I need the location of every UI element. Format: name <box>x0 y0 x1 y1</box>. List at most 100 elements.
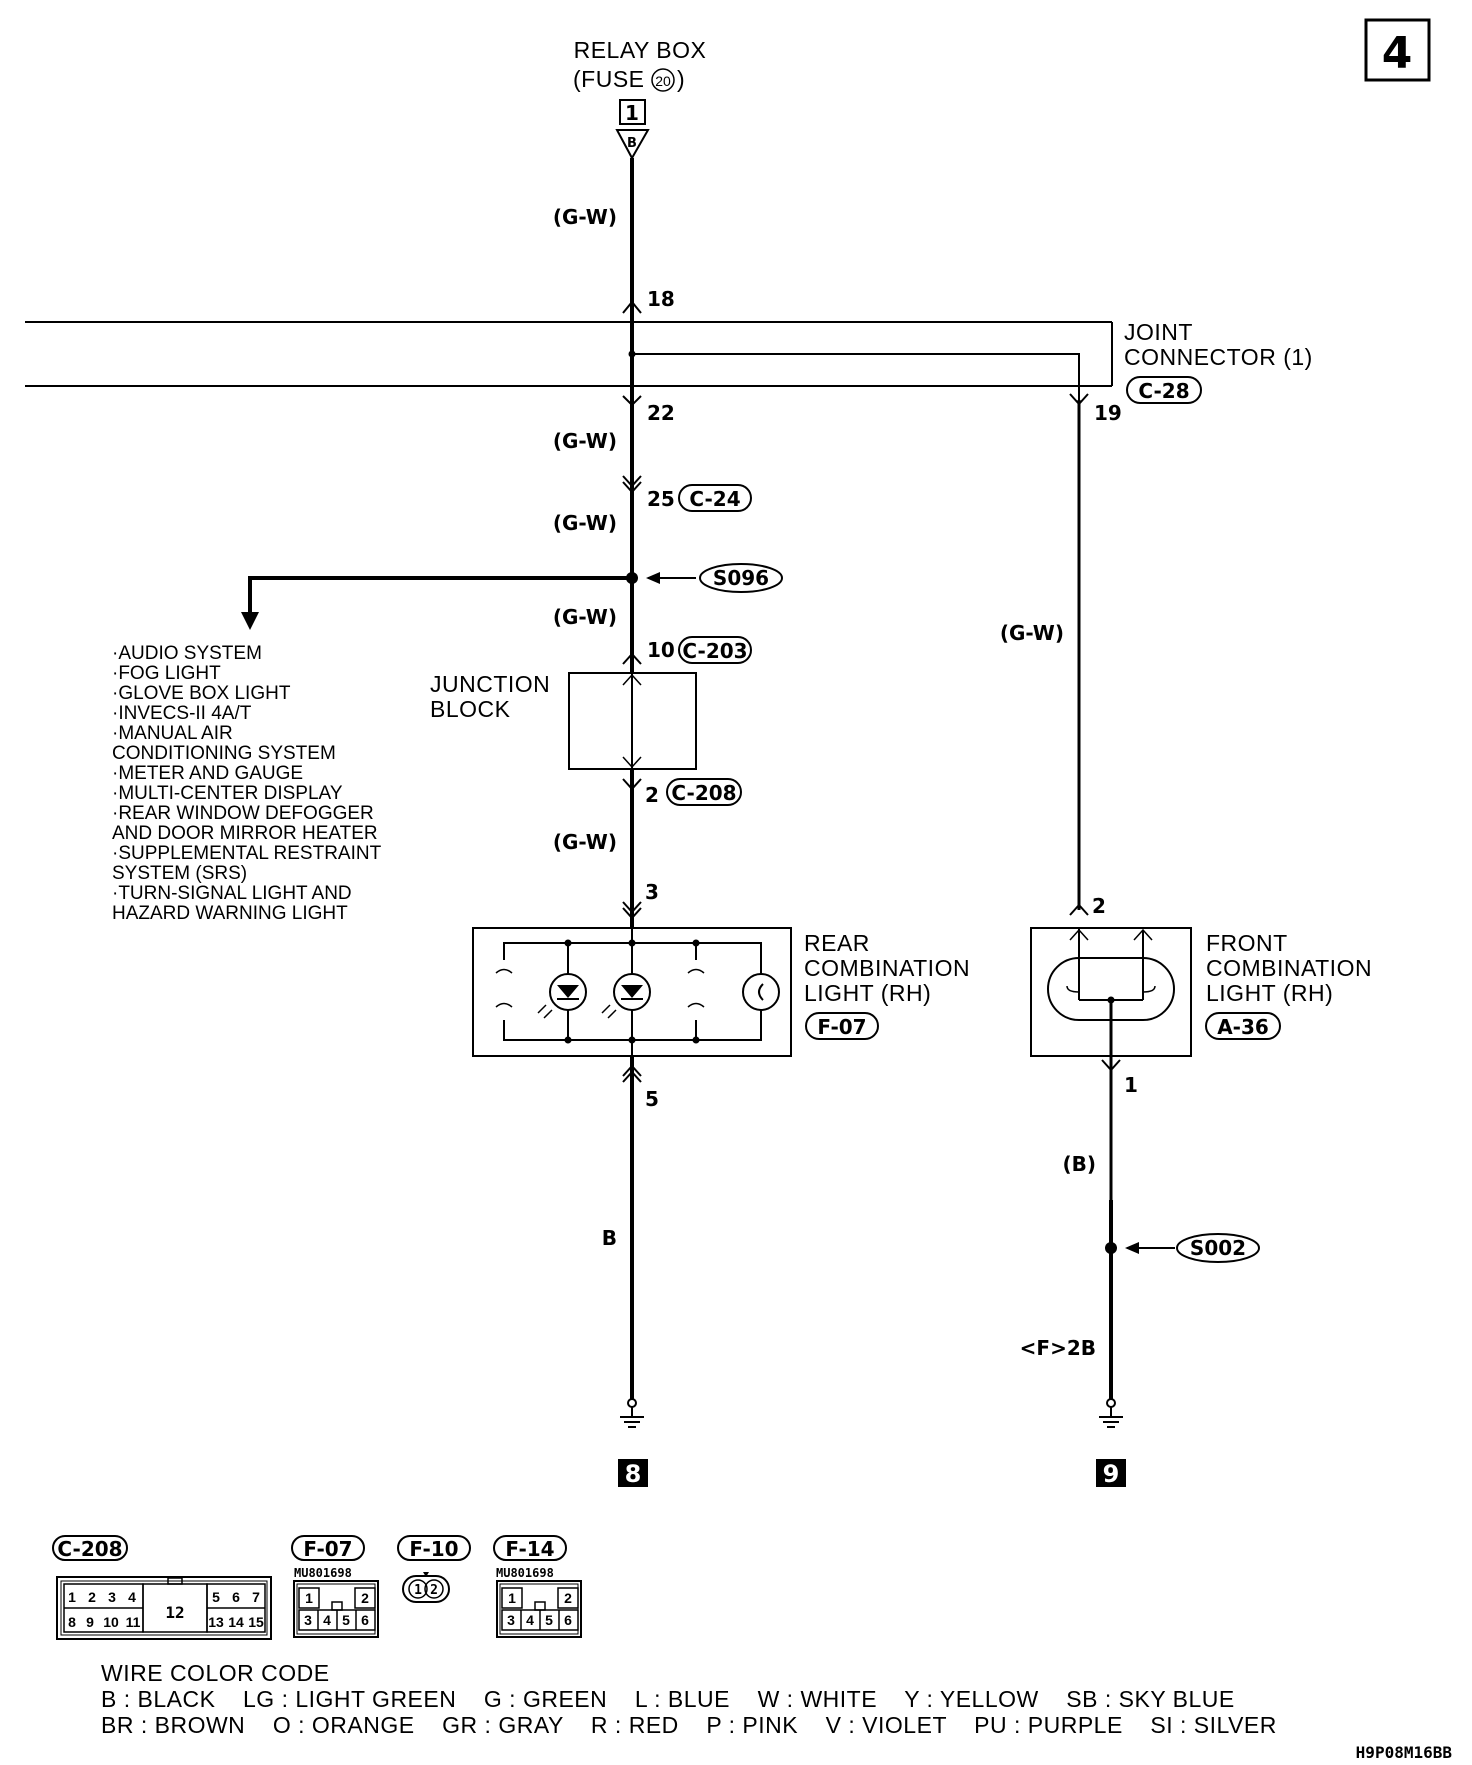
relay-terminal-triangle <box>615 129 650 161</box>
pin-25-marker-b <box>622 481 642 494</box>
legend-c208-pin: 8 <box>68 1614 76 1630</box>
legend-f14-connector: 1 2 3 4 5 6 <box>496 1580 582 1638</box>
rear-led-1-icon <box>537 973 587 1019</box>
pin-5: 5 <box>645 1087 659 1111</box>
rear-node <box>628 1036 636 1044</box>
junction-in-marker <box>622 673 642 686</box>
pin-18: 18 <box>647 287 675 311</box>
pin-3-marker-b <box>622 907 642 920</box>
fuse-number: 20 <box>655 73 671 89</box>
legend-f10-code-box <box>397 1535 471 1561</box>
c24-code-box <box>678 484 752 512</box>
destination-item: AND DOOR MIRROR HEATER <box>112 823 378 844</box>
legend-c208-pin: 9 <box>86 1614 94 1630</box>
wire-label-gw-5: (G-W) <box>553 830 617 854</box>
legend-c208-pin: 7 <box>252 1589 260 1605</box>
legend-f14-code: F-14 <box>505 1537 554 1561</box>
splice-s002-arrow <box>1125 1242 1139 1254</box>
legend-f07-pin: 3 <box>304 1612 312 1628</box>
rear-light-label-2: COMBINATION <box>804 955 970 981</box>
legend-c208-pin: 10 <box>103 1614 119 1630</box>
joint-connector-code: C-28 <box>1138 379 1189 403</box>
destination-item: ·AUDIO SYSTEM <box>112 643 262 664</box>
joint-connector-label-2: CONNECTOR (1) <box>1124 344 1313 370</box>
front-light-label-1: FRONT <box>1206 930 1288 956</box>
legend-f10-connector: 1 2 <box>402 1572 450 1603</box>
c208-code-box <box>666 778 742 806</box>
fuse-number-circle <box>651 68 675 92</box>
wire-color-code-row-1: B : BLACK LG : LIGHT GREEN G : GREEN L :… <box>101 1686 1235 1712</box>
legend-c208-pin: 15 <box>248 1614 264 1630</box>
page-number-box <box>1364 18 1431 82</box>
legend-c208-pin: 11 <box>126 1614 141 1630</box>
f07-code: F-07 <box>817 1015 866 1039</box>
legend-f07-code: F-07 <box>303 1537 352 1561</box>
legend-f07-pin: 6 <box>361 1612 369 1628</box>
legend-f07-pin: 4 <box>323 1612 331 1628</box>
legend-c208-pin: 4 <box>128 1589 136 1605</box>
legend-c208-code: C-208 <box>57 1537 122 1561</box>
rear-node <box>692 1036 700 1044</box>
legend-f07-pin: 2 <box>361 1590 369 1606</box>
legend-f10-code: F-10 <box>409 1537 458 1561</box>
rear-light-label-3: LIGHT (RH) <box>804 980 931 1006</box>
legend-c208-pin: 1 <box>68 1589 76 1605</box>
destination-item: ·MULTI-CENTER DISPLAY <box>112 783 343 804</box>
pin-18-marker <box>622 300 642 314</box>
rear-break-left-marks <box>495 968 513 1008</box>
legend-f14-pin: 6 <box>564 1612 572 1628</box>
junction-out-marker <box>622 756 642 769</box>
branch-arrow-down <box>241 612 259 630</box>
relay-box-title: RELAY BOX <box>574 37 707 63</box>
ground-8-terminal <box>627 1398 637 1408</box>
legend-f07-pin: 1 <box>305 1590 313 1606</box>
wire-color-code-title: WIRE COLOR CODE <box>101 1660 330 1686</box>
rear-node <box>628 939 636 947</box>
f07-code-box <box>805 1012 879 1040</box>
legend-c208-pin: 2 <box>88 1589 96 1605</box>
joint-internal-branch <box>632 353 1080 400</box>
legend-c208-pin: 3 <box>108 1589 116 1605</box>
legend-f07-part: MU801698 <box>294 1566 352 1580</box>
pin-19-marker <box>1069 393 1089 406</box>
legend-f07-code-box <box>291 1535 365 1561</box>
ground-9-box <box>1096 1459 1126 1487</box>
legend-f14-pin: 4 <box>526 1612 534 1628</box>
pin-3-marker-a <box>622 901 642 914</box>
splice-s096-badge <box>699 563 783 593</box>
ground-9-number: 9 <box>1103 1460 1120 1488</box>
destination-item: ·TURN-SIGNAL LIGHT AND <box>112 883 352 904</box>
pin-25: 25 <box>647 487 675 511</box>
destination-item: SYSTEM (SRS) <box>112 863 247 884</box>
destination-item: ·INVECS-II 4A/T <box>112 703 252 724</box>
pin-25-marker-a <box>622 475 642 488</box>
rear-bulb-icon <box>742 973 780 1011</box>
front-lead-2-marker <box>1133 928 1153 941</box>
joint-internal-node <box>628 350 636 358</box>
fuse-label-suffix: ) <box>677 66 685 92</box>
legend-c208-pin: 12 <box>165 1603 184 1622</box>
legend-f10-pin: 2 <box>430 1583 438 1598</box>
relay-terminal-letter: B <box>627 136 637 151</box>
splice-s002-label: S002 <box>1190 1236 1246 1260</box>
destination-item: ·SUPPLEMENTAL RESTRAINT <box>112 843 382 864</box>
junction-block-label-1: JUNCTION <box>430 671 550 697</box>
splice-s002-badge <box>1176 1233 1260 1263</box>
pin-2-front-marker <box>1069 903 1089 916</box>
wire-color-code-row-2: BR : BROWN O : ORANGE GR : GRAY R : RED … <box>101 1712 1277 1738</box>
wire-label-gw-4: (G-W) <box>553 605 617 629</box>
legend-f14-pin: 5 <box>545 1612 553 1628</box>
destination-item: CONDITIONING SYSTEM <box>112 743 336 764</box>
splice-s096-label: S096 <box>713 566 769 590</box>
diagram-id: H9P08M16BB <box>1356 1743 1453 1760</box>
destination-item: ·FOG LIGHT <box>112 663 221 684</box>
relay-connector-box <box>619 99 646 125</box>
legend-f07-connector: 1 2 3 4 5 6 <box>293 1580 379 1638</box>
c24-code: C-24 <box>689 487 740 511</box>
ground-9-icon <box>1099 1407 1123 1428</box>
rear-node <box>692 939 700 947</box>
pin-19: 19 <box>1094 401 1122 425</box>
legend-f14-part: MU801698 <box>496 1566 554 1580</box>
